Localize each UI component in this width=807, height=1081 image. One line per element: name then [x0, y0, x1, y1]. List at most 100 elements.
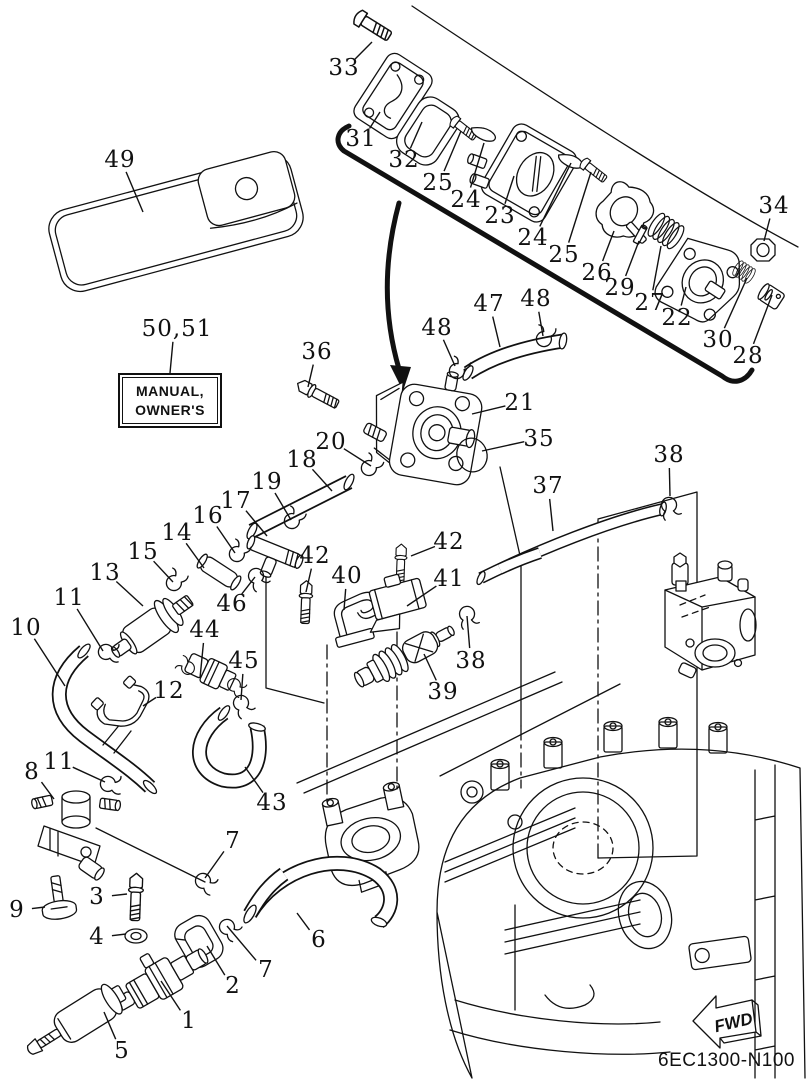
- pump-body-23: [467, 123, 578, 223]
- primer-valve-39: [353, 625, 455, 688]
- leader-line-31-1: [369, 111, 381, 129]
- leader-line-48-19: [442, 339, 456, 367]
- callout-16-27: 16: [192, 503, 224, 529]
- leader-line-13-30: [115, 581, 144, 607]
- hose-18: [246, 473, 355, 540]
- callout-33-0: 33: [328, 55, 360, 81]
- callout-26-8: 26: [581, 260, 613, 286]
- callout-46-35: 46: [216, 591, 248, 617]
- leader-line-5-56: [103, 1011, 117, 1040]
- leader-line-38-42: [466, 615, 471, 649]
- leader-line-26-8: [601, 230, 615, 262]
- callout-29-9: 29: [604, 275, 636, 301]
- leader-line-44-34: [199, 642, 205, 679]
- leader-line-33-0: [354, 41, 373, 60]
- clamp-12: [90, 675, 150, 727]
- callout-17-26: 17: [220, 488, 252, 514]
- leader-line-48-20: [538, 311, 544, 337]
- callout-24-6: 24: [517, 225, 549, 251]
- leader-line-25-7: [567, 171, 592, 243]
- callout-35-23: 35: [523, 426, 555, 452]
- leader-line-10-32: [33, 638, 66, 687]
- hose-6: [243, 855, 399, 928]
- leader-line-32-2: [409, 121, 423, 149]
- fuel-filter-13: [110, 595, 194, 658]
- drawing-code: 6EC1300-N100: [658, 1050, 795, 1071]
- callout-2-52: 2: [225, 973, 241, 999]
- callout-47-18: 47: [473, 291, 505, 317]
- leader-line-21-21: [471, 405, 506, 415]
- leader-line-28-13: [752, 294, 773, 345]
- callout-4-51: 4: [89, 924, 105, 950]
- leader-line-35-23: [481, 440, 525, 452]
- cap-28: [757, 283, 785, 310]
- leader-line-24-6: [539, 162, 572, 227]
- callout-25-3: 25: [422, 170, 454, 196]
- pointer-arrow: [384, 200, 402, 372]
- leader-line-4-51: [111, 933, 127, 937]
- leader-line-27-10: [652, 245, 662, 291]
- callout-8-46: 8: [24, 759, 40, 785]
- owners-manual-label: MANUAL, OWNER'S: [118, 373, 222, 428]
- leader-line-2-52: [206, 945, 226, 976]
- engine-block-art: [436, 716, 806, 1079]
- callout-32-2: 32: [388, 147, 420, 173]
- callout-21-21: 21: [504, 390, 536, 416]
- callout-42-39: 42: [433, 529, 465, 555]
- leader-line-30-12: [723, 277, 748, 329]
- manual-label-line2: OWNER'S: [135, 401, 205, 418]
- fuel-cock-8: [31, 790, 122, 881]
- leader-line-7-48: [204, 850, 225, 879]
- hose-10: [51, 643, 158, 795]
- callout-7-48: 7: [225, 828, 241, 854]
- leader-line-12-33: [142, 696, 157, 707]
- hose-14: [196, 553, 242, 591]
- leader-line-7-53: [226, 925, 257, 961]
- callout-45-36: 45: [228, 648, 260, 674]
- leader-line-15-29: [153, 560, 174, 583]
- leader-line-6-54: [296, 912, 311, 931]
- callout-6-54: 6: [311, 927, 327, 953]
- washer-4: [124, 928, 148, 944]
- hose-37: [476, 501, 667, 586]
- clamp-40: [333, 591, 382, 648]
- bracket-2: [174, 914, 224, 969]
- leader-line-47-18: [492, 316, 501, 348]
- leader-line-11-47: [72, 766, 106, 783]
- leader-line-36-17: [307, 364, 314, 388]
- leader-line-29-9: [624, 240, 640, 277]
- callout-9-49: 9: [9, 897, 25, 923]
- leader-line-45-36: [240, 673, 244, 701]
- callout-13-30: 13: [89, 560, 121, 586]
- callout-3-50: 3: [89, 884, 105, 910]
- callout-48-20: 48: [520, 286, 552, 312]
- leader-line-19-25: [274, 492, 292, 521]
- callout-15-29: 15: [127, 539, 159, 565]
- inset-exploded-pump: [335, 5, 799, 391]
- callout-48-19: 48: [421, 315, 453, 341]
- diaphragm-26: [595, 181, 655, 244]
- leader-line-40-38: [343, 588, 347, 611]
- leader-line-42-39: [410, 545, 436, 557]
- callout-22-11: 22: [661, 305, 693, 331]
- callout-11-31: 11: [53, 585, 85, 611]
- leader-line-42-37: [305, 568, 313, 593]
- manual-label-line1: MANUAL,: [135, 382, 205, 399]
- leader-line-39-41: [423, 653, 437, 681]
- callout-41-40: 41: [433, 566, 465, 592]
- leader-line-8-46: [40, 781, 55, 800]
- leader-line-18-24: [311, 468, 333, 492]
- callout-20-22: 20: [315, 429, 347, 455]
- leader-line-11-31: [76, 608, 104, 652]
- nut-34: [750, 238, 776, 262]
- callout-43-45: 43: [256, 790, 288, 816]
- leader-line-20-22: [343, 448, 372, 467]
- pump-cover-22: [654, 237, 741, 323]
- leader-line-14-28: [185, 542, 205, 569]
- leader-line-25-3: [443, 130, 462, 172]
- callout-49-15: 49: [104, 147, 136, 173]
- callout-42-37: 42: [299, 543, 331, 569]
